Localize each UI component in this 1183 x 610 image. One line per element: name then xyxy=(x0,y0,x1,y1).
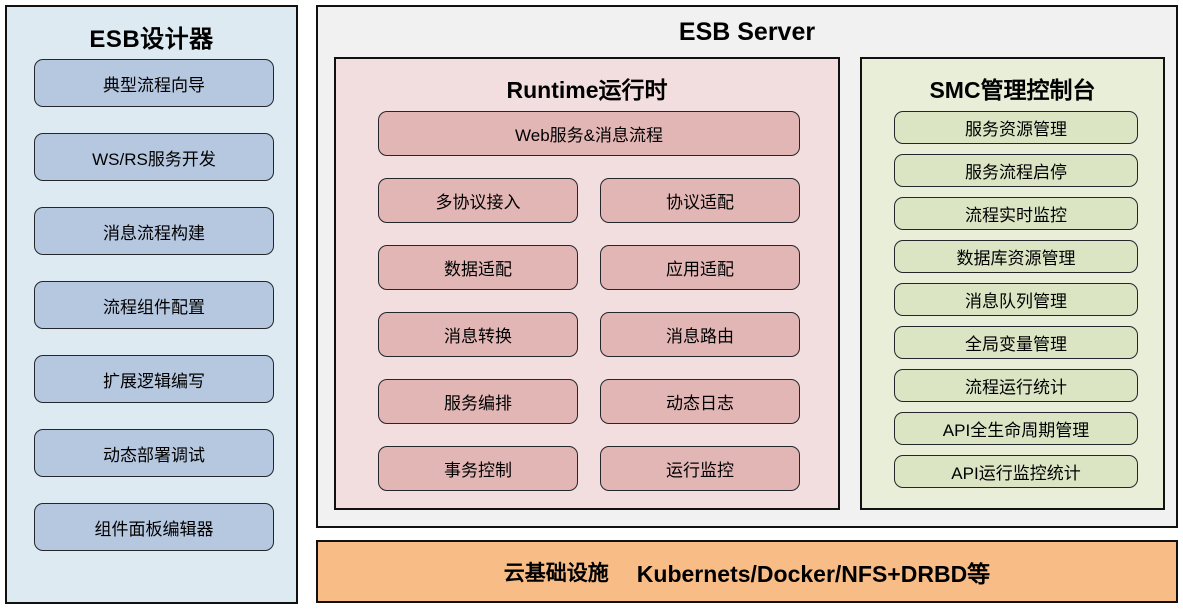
esb-designer-title: ESB设计器 xyxy=(89,26,214,53)
designer-item[interactable]: 组件面板编辑器 xyxy=(34,503,274,551)
smc-item[interactable]: 消息队列管理 xyxy=(894,283,1138,316)
smc-panel: SMC管理控制台 服务资源管理 服务流程启停 流程实时监控 数据库资源管理 消息… xyxy=(860,57,1165,510)
runtime-item[interactable]: 服务编排 xyxy=(378,379,578,424)
designer-item[interactable]: 流程组件配置 xyxy=(34,281,274,329)
runtime-item[interactable]: 协议适配 xyxy=(600,178,800,223)
runtime-item[interactable]: 消息路由 xyxy=(600,312,800,357)
runtime-item[interactable]: 数据适配 xyxy=(378,245,578,290)
cloud-infrastructure-content: 云基础设施 Kubernets/Docker/NFS+DRBD等 xyxy=(504,555,990,589)
smc-item[interactable]: 服务流程启停 xyxy=(894,154,1138,187)
smc-item[interactable]: API全生命周期管理 xyxy=(894,412,1138,445)
runtime-item[interactable]: 事务控制 xyxy=(378,446,578,491)
runtime-item-grid: 多协议接入 协议适配 数据适配 应用适配 消息转换 消息路由 服务编排 动态日志… xyxy=(378,178,800,491)
designer-item[interactable]: 动态部署调试 xyxy=(34,429,274,477)
designer-item[interactable]: 扩展逻辑编写 xyxy=(34,355,274,403)
smc-item[interactable]: 流程运行统计 xyxy=(894,369,1138,402)
designer-item[interactable]: 典型流程向导 xyxy=(34,59,274,107)
designer-item[interactable]: WS/RS服务开发 xyxy=(34,133,274,181)
smc-item[interactable]: 服务资源管理 xyxy=(894,111,1138,144)
runtime-item[interactable]: 消息转换 xyxy=(378,312,578,357)
runtime-item[interactable]: 动态日志 xyxy=(600,379,800,424)
cloud-infrastructure-label: 云基础设施 xyxy=(503,561,609,585)
designer-item[interactable]: 消息流程构建 xyxy=(34,207,274,255)
runtime-item[interactable]: 运行监控 xyxy=(600,446,800,491)
cloud-infrastructure-bar: 云基础设施 Kubernets/Docker/NFS+DRBD等 xyxy=(316,540,1178,603)
smc-item[interactable]: API运行监控统计 xyxy=(894,455,1138,488)
esb-designer-panel: ESB设计器 典型流程向导 WS/RS服务开发 消息流程构建 流程组件配置 扩展… xyxy=(5,5,298,604)
esb-server-panel: ESB Server Runtime运行时 Web服务&消息流程 多协议接入 协… xyxy=(316,5,1178,528)
runtime-wide-row: Web服务&消息流程 xyxy=(378,111,800,156)
smc-item[interactable]: 全局变量管理 xyxy=(894,326,1138,359)
smc-item[interactable]: 数据库资源管理 xyxy=(894,240,1138,273)
runtime-title: Runtime运行时 xyxy=(506,77,668,103)
smc-item[interactable]: 流程实时监控 xyxy=(894,197,1138,230)
cloud-infrastructure-value: Kubernets/Docker/NFS+DRBD等 xyxy=(636,560,991,587)
runtime-item[interactable]: 多协议接入 xyxy=(378,178,578,223)
smc-title: SMC管理控制台 xyxy=(929,77,1096,103)
runtime-item[interactable]: 应用适配 xyxy=(600,245,800,290)
runtime-panel: Runtime运行时 Web服务&消息流程 多协议接入 协议适配 数据适配 应用… xyxy=(334,57,840,510)
esb-designer-item-list: 典型流程向导 WS/RS服务开发 消息流程构建 流程组件配置 扩展逻辑编写 动态… xyxy=(34,59,274,551)
smc-item-list: 服务资源管理 服务流程启停 流程实时监控 数据库资源管理 消息队列管理 全局变量… xyxy=(894,111,1138,488)
runtime-item-wide[interactable]: Web服务&消息流程 xyxy=(378,111,800,156)
esb-server-title: ESB Server xyxy=(678,18,816,46)
